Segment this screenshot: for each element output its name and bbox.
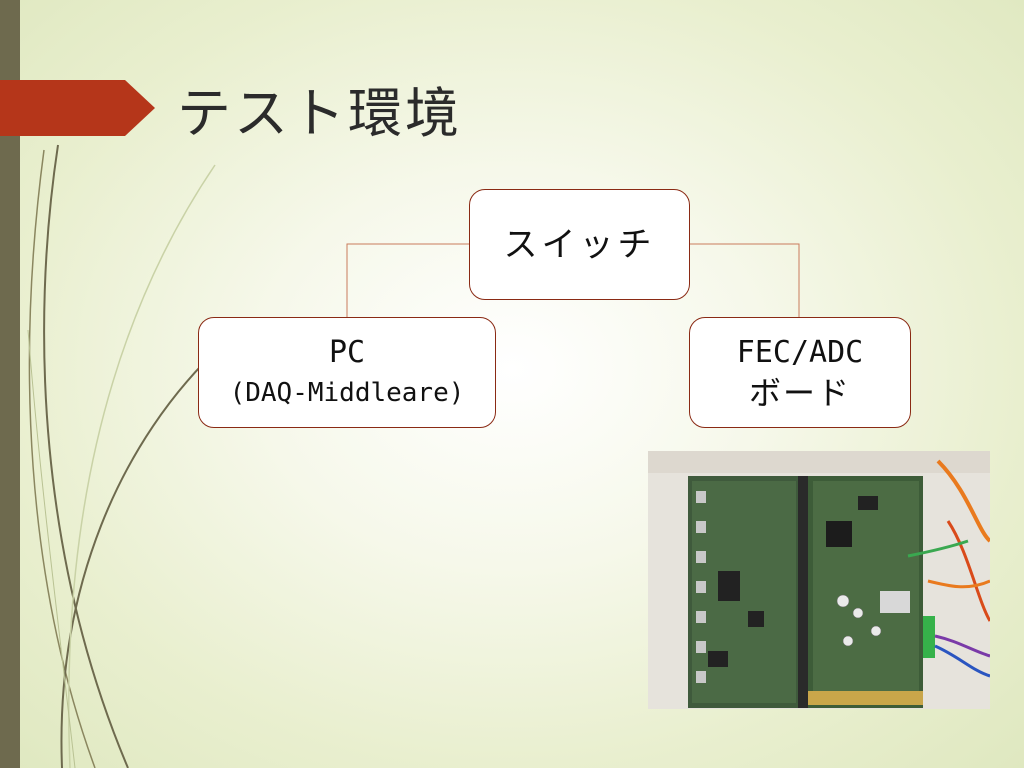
fec-adc-node: FEC/ADC ボード <box>689 317 911 428</box>
circuit-board-photo <box>648 451 990 709</box>
pc-node-sublabel: (DAQ-Middleare) <box>229 377 465 408</box>
switch-node: スイッチ <box>469 189 690 300</box>
connector-switch-to-pc <box>346 243 469 317</box>
fec-adc-node-label: FEC/ADC <box>736 334 864 370</box>
decorative-lines <box>27 144 223 768</box>
connector-switch-to-fec <box>690 243 800 317</box>
pc-node-label: PC <box>328 334 366 370</box>
title-arrow-shape <box>0 80 155 136</box>
pc-node: PC (DAQ-Middleare) <box>198 317 496 428</box>
switch-node-label: スイッチ <box>503 224 656 265</box>
slide-title: テスト環境 <box>177 82 462 145</box>
left-accent-bar <box>0 0 20 768</box>
fec-adc-node-sublabel: ボード <box>748 373 851 412</box>
